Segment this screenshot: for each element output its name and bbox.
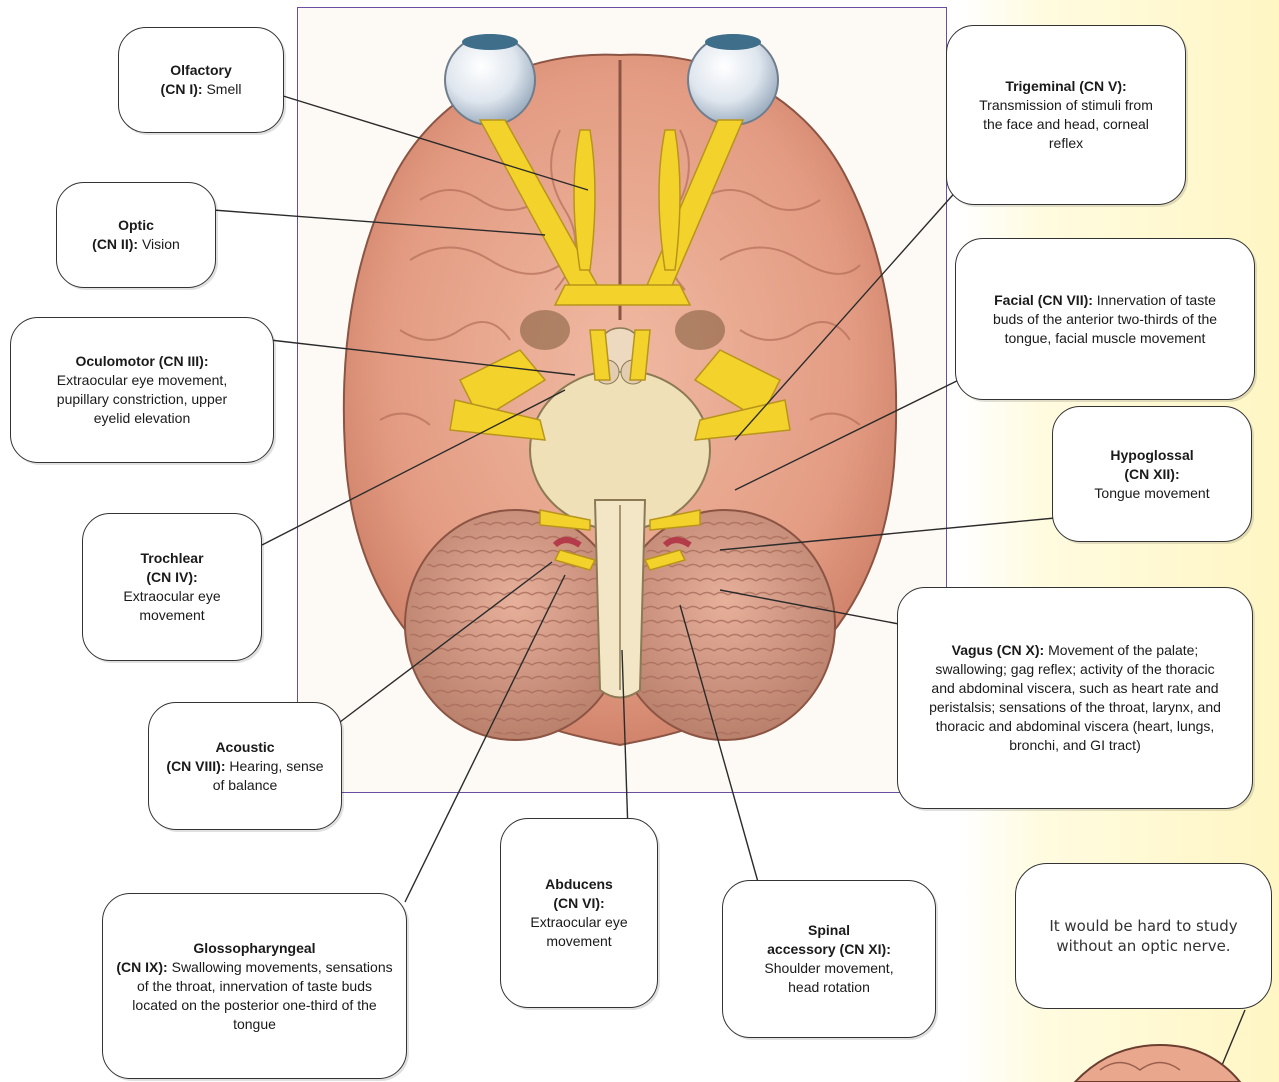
oculomotor-callout: Oculomotor (CN III): Extraocular eye mov… <box>10 317 274 463</box>
callout-title: Spinal <box>808 922 850 938</box>
speech-bubble-text: It would be hard to study without an opt… <box>1046 916 1241 956</box>
callout-title: Olfactory <box>170 62 231 78</box>
callout-desc: Tongue movement <box>1094 485 1209 501</box>
callout-cn: accessory (CN XI): <box>767 941 891 957</box>
callout-desc: Swallowing movements, sensations of the … <box>132 959 392 1032</box>
callout-desc: Smell <box>206 81 241 97</box>
spinal-accessory-callout: Spinal accessory (CN XI): Shoulder movem… <box>722 880 936 1038</box>
callout-title: Glossopharyngeal <box>193 940 315 956</box>
callout-desc: Shoulder movement, head rotation <box>759 959 899 997</box>
callout-title: Vagus (CN X): <box>952 642 1045 658</box>
callout-title: Trochlear <box>140 550 203 566</box>
callout-title: Optic <box>118 217 154 233</box>
glossopharyngeal-callout: Glossopharyngeal (CN IX): Swallowing mov… <box>102 893 407 1079</box>
callout-cn: (CN IV): <box>146 569 197 585</box>
callout-cn: (CN VIII): <box>166 758 225 774</box>
callout-title: Acoustic <box>215 739 274 755</box>
abducens-callout: Abducens (CN VI): Extraocular eye moveme… <box>500 818 658 1008</box>
callout-desc: Vision <box>142 236 180 252</box>
callout-cn: (CN XII): <box>1124 466 1179 482</box>
speech-bubble: It would be hard to study without an opt… <box>1015 863 1272 1009</box>
callout-cn: (CN VI): <box>553 895 604 911</box>
callout-title: Trigeminal (CN V): <box>1005 78 1126 94</box>
callout-desc: Extraocular eye movement <box>117 587 227 625</box>
hypoglossal-callout: Hypoglossal (CN XII): Tongue movement <box>1052 406 1252 542</box>
callout-cn: (CN I): <box>161 81 203 97</box>
facial-callout: Facial (CN VII): Innervation of taste bu… <box>955 238 1255 400</box>
callout-title: Abducens <box>545 876 613 892</box>
callout-desc: Hearing, sense of balance <box>213 758 324 793</box>
trigeminal-callout: Trigeminal (CN V): Transmission of stimu… <box>946 25 1186 205</box>
cartoon-brain <box>1075 1045 1240 1082</box>
callout-title: Oculomotor (CN III): <box>76 353 209 369</box>
acoustic-callout: Acoustic (CN VIII): Hearing, sense of ba… <box>148 702 342 830</box>
callout-cn: (CN II): <box>92 236 138 252</box>
callout-desc: Extraocular eye movement <box>529 913 629 951</box>
callout-title: Hypoglossal <box>1110 447 1193 463</box>
optic-callout: Optic (CN II): Vision <box>56 182 216 288</box>
vagus-callout: Vagus (CN X): Movement of the palate; sw… <box>897 587 1253 809</box>
trochlear-callout: Trochlear (CN IV): Extraocular eye movem… <box>82 513 262 661</box>
callout-desc: Movement of the palate; swallowing; gag … <box>929 642 1221 753</box>
olfactory-callout: Olfactory (CN I): Smell <box>118 27 284 133</box>
callout-cn: (CN IX): <box>116 959 167 975</box>
callout-title: Facial (CN VII): <box>994 292 1093 308</box>
callout-desc: Transmission of stimuli from the face an… <box>976 96 1156 153</box>
callout-desc: Extraocular eye movement, pupillary cons… <box>37 371 247 428</box>
